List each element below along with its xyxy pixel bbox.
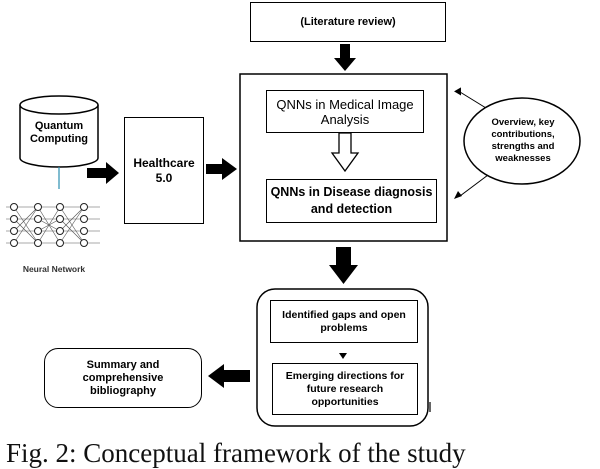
healthcare-label: Healthcare 5.0 [133, 155, 195, 185]
healthcare-box: Healthcare 5.0 [124, 117, 204, 224]
qnn-disease-box: QNNs in Disease diagnosis and detection [266, 179, 437, 223]
directions-label: Emerging directions for future research … [285, 369, 405, 408]
arrow-right-2 [206, 158, 237, 180]
directions-box: Emerging directions for future research … [272, 363, 418, 415]
arrow-hollow [330, 132, 360, 173]
literature-review-box: (Literature review) [250, 2, 446, 42]
database-icon [19, 95, 99, 168]
gaps-label: Identified gaps and open problems [282, 308, 406, 334]
qnn-disease-label: QNNs in Disease diagnosis and detection [270, 185, 433, 216]
overview-ellipse [463, 97, 581, 185]
figure-caption: Fig. 2: Conceptual framework of the stud… [6, 438, 466, 468]
arrow-left [208, 364, 250, 388]
arrow-down-middle [329, 247, 358, 284]
review-container [239, 73, 448, 242]
quantum-computing-label: Quantum Computing [29, 120, 89, 145]
qnn-image-analysis-label: QNNs in Medical Image Analysis [276, 96, 414, 127]
arrow-down-top [334, 44, 356, 71]
gaps-box: Identified gaps and open problems [270, 300, 418, 343]
future-container [256, 288, 429, 427]
arrow-small [339, 353, 347, 359]
overview-label: Overview, key contributions, strengths a… [491, 117, 555, 164]
literature-review-label: (Literature review) [300, 16, 396, 28]
neural-network-label: Neural Network [22, 264, 86, 274]
neural-network-icon [6, 203, 100, 247]
arrow-right-1 [87, 162, 119, 184]
summary-label: Summary and comprehensive bibliography [82, 358, 164, 397]
qnn-image-analysis-box: QNNs in Medical Image Analysis [266, 90, 424, 133]
summary-box: Summary and comprehensive bibliography [44, 348, 202, 408]
